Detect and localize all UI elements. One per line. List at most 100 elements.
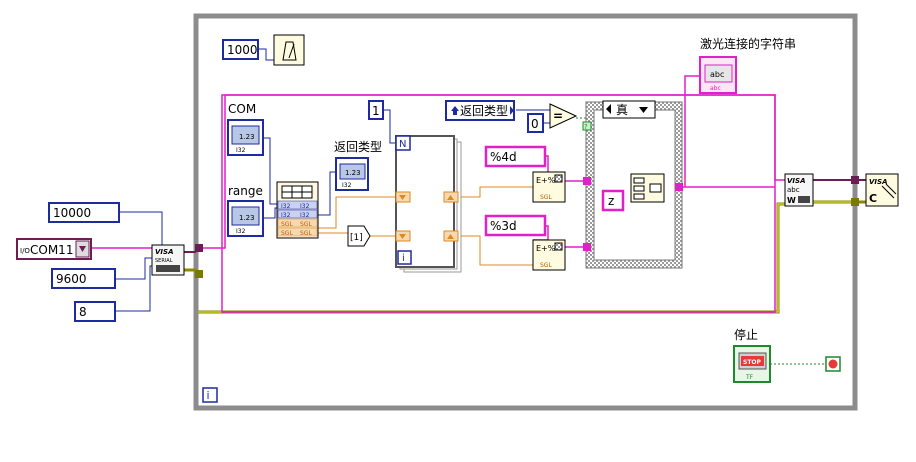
svg-text:VISA: VISA: [869, 178, 887, 186]
inner-frame: [221, 94, 776, 313]
svg-text:[1]: [1]: [350, 233, 363, 243]
svg-text:I32: I32: [342, 182, 352, 189]
concatenate-node[interactable]: [630, 173, 665, 203]
visa-configure-serial-node[interactable]: VISA SERIAL: [151, 244, 185, 276]
svg-text:abc: abc: [787, 186, 800, 194]
svg-text:abc: abc: [710, 85, 721, 92]
case-tunnel-2: [583, 243, 591, 251]
const-data-bits[interactable]: 8: [74, 301, 116, 322]
svg-text:E+%: E+%: [536, 244, 556, 253]
const-baud[interactable]: 10000: [48, 202, 120, 223]
svg-text:i: i: [402, 253, 405, 264]
index-array-node[interactable]: [1]: [347, 225, 371, 247]
visa-resource-value: COM11: [30, 243, 73, 257]
bundle-node[interactable]: I32 I32 I32 I32 SGL SGL SGL SGL: [276, 181, 319, 239]
return-type-label: 返回类型: [334, 140, 382, 154]
serial-connector-icon: [798, 196, 810, 203]
return-type-indicator[interactable]: 1.23 I32: [335, 157, 369, 191]
while-loop[interactable]: i: [193, 13, 858, 411]
com-terminal[interactable]: 1.23 I32: [227, 119, 264, 156]
svg-text:TF: TF: [745, 374, 754, 381]
loop-count-terminal: [395, 135, 411, 151]
svg-text:N: N: [399, 139, 406, 150]
const-timeout[interactable]: 9600: [51, 268, 116, 289]
svg-text:VISA: VISA: [787, 177, 805, 185]
svg-text:8: 8: [79, 305, 87, 319]
com-label: COM: [228, 102, 256, 116]
svg-text:SGL: SGL: [300, 230, 312, 237]
const-format-4d[interactable]: %4d: [484, 145, 547, 168]
range-label: range: [228, 184, 263, 198]
svg-text:E+%: E+%: [536, 176, 556, 185]
chevron-left-icon: [606, 104, 611, 114]
svg-text:%4d: %4d: [490, 150, 517, 164]
case-selector-label[interactable]: [602, 100, 656, 119]
svg-text:SGL: SGL: [540, 194, 552, 201]
loop-condition-terminal[interactable]: [825, 356, 841, 372]
format-node-1[interactable]: E+% SGL: [532, 171, 566, 203]
svg-text:SGL: SGL: [300, 221, 312, 228]
svg-text:z: z: [608, 194, 614, 208]
close-icon: [881, 183, 897, 199]
while-iteration-label: i: [207, 389, 210, 402]
chevron-down-icon: [79, 246, 86, 252]
tunnel-visa-in: [195, 244, 203, 252]
const-timer[interactable]: 1000: [222, 39, 259, 60]
const-concat-sep[interactable]: z: [601, 189, 625, 212]
visa-close-node[interactable]: VISA C: [865, 173, 899, 207]
equal-node[interactable]: =: [549, 103, 578, 129]
svg-text:1000: 1000: [227, 43, 258, 57]
svg-text:I32: I32: [281, 203, 291, 210]
visa-resource-prefix: I/O: [20, 247, 30, 255]
svg-text:1.23: 1.23: [239, 214, 255, 222]
svg-text:%3d: %3d: [490, 219, 517, 233]
svg-text:SGL: SGL: [540, 262, 552, 269]
tunnel-visa-out: [851, 176, 859, 184]
stop-button[interactable]: STOP TF: [733, 345, 771, 383]
svg-text:?: ?: [584, 123, 588, 131]
serial-connector-icon: [156, 265, 180, 272]
svg-text:SGL: SGL: [281, 221, 293, 228]
svg-text:=: =: [553, 109, 563, 123]
return-type-enum[interactable]: 返回类型: [445, 100, 515, 121]
case-tunnel-out: [675, 183, 683, 191]
svg-text:10000: 10000: [53, 206, 91, 220]
const-loop-count[interactable]: 1: [368, 100, 384, 120]
svg-text:abc: abc: [710, 70, 724, 79]
float-wires: [318, 186, 533, 266]
svg-text:1: 1: [372, 104, 380, 118]
const-compare[interactable]: 0: [527, 113, 544, 133]
svg-text:SGL: SGL: [281, 230, 293, 237]
while-iteration-terminal: [202, 387, 218, 403]
const-format-3d[interactable]: %3d: [484, 214, 547, 237]
svg-text:返回类型: 返回类型: [460, 104, 508, 118]
for-loop[interactable]: N i: [395, 135, 462, 273]
stop-if-true-icon: [828, 359, 838, 369]
laser-string-label: 激光连接的字符串: [700, 36, 796, 51]
wait-ms-node[interactable]: [273, 34, 305, 66]
tunnel-error-in: [195, 270, 203, 278]
svg-text:I32: I32: [281, 212, 291, 219]
metronome-icon: [282, 41, 297, 61]
svg-text:I32: I32: [300, 212, 310, 219]
svg-text:1.23: 1.23: [345, 169, 361, 177]
svg-text:VISA: VISA: [155, 248, 173, 256]
visa-resource-control[interactable]: I/O COM11: [16, 238, 92, 260]
laser-string-indicator[interactable]: abc abc: [699, 56, 737, 94]
svg-text:C: C: [869, 192, 877, 205]
range-terminal[interactable]: 1.23 I32: [227, 200, 264, 237]
svg-text:真: 真: [616, 103, 628, 117]
svg-text:STOP: STOP: [743, 359, 762, 366]
svg-text:9600: 9600: [56, 272, 87, 286]
svg-text:W: W: [787, 196, 796, 205]
visa-write-node[interactable]: VISA abc W: [784, 173, 814, 207]
svg-text:SERIAL: SERIAL: [155, 258, 173, 264]
format-node-2[interactable]: E+% SGL: [532, 239, 566, 271]
chevron-down-icon: [639, 107, 648, 113]
svg-text:I32: I32: [300, 203, 310, 210]
stop-label: 停止: [734, 327, 758, 342]
svg-text:0: 0: [531, 117, 539, 131]
home-icon: [451, 106, 459, 115]
case-tunnel-1: [583, 177, 591, 185]
